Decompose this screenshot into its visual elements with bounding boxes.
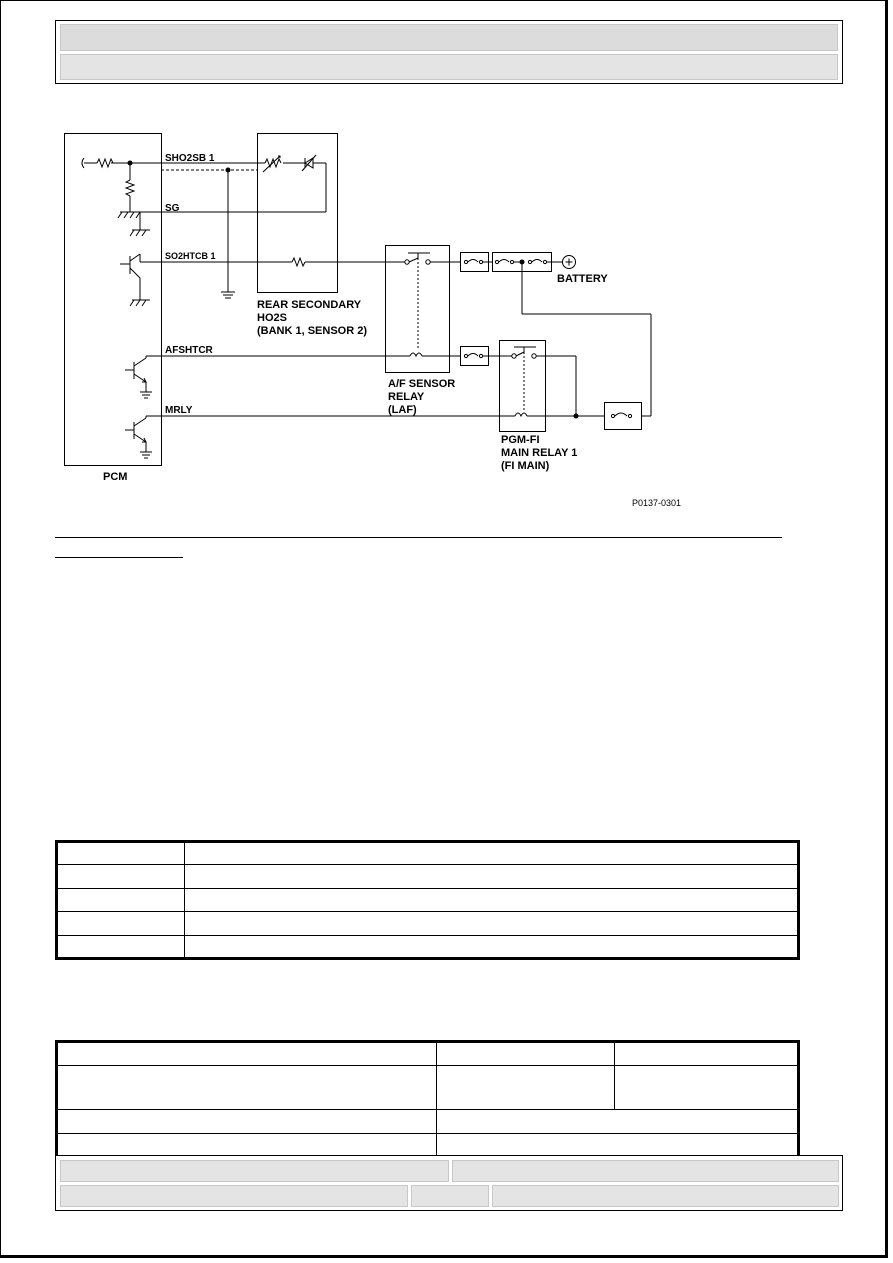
heater-resistor <box>291 256 306 268</box>
label-mrly: MRLY <box>165 405 193 416</box>
table-1 <box>55 840 800 960</box>
table-cell <box>56 1108 437 1134</box>
battery-label: BATTERY <box>557 273 608 285</box>
table-2 <box>55 1040 800 1159</box>
table-cell <box>184 840 799 866</box>
table-cell <box>436 1108 799 1134</box>
label-afshtcr: AFSHTCR <box>165 345 214 356</box>
table-cell <box>56 1065 437 1110</box>
pcm-resistor-1 <box>96 157 114 169</box>
table-cell <box>56 911 185 936</box>
label-so2htcb: SO2HTCB 1 <box>165 251 216 261</box>
pcm-label: PCM <box>103 471 127 483</box>
table-cell <box>184 934 799 960</box>
af-label-1: A/F SENSOR <box>388 378 455 390</box>
rear-ho2s-box <box>257 133 338 293</box>
label-sho2sb: SHO2SB 1 <box>165 153 215 164</box>
connector-symbol <box>81 157 85 169</box>
footer-cell <box>60 1185 408 1207</box>
pgm-label-3: (FI MAIN) <box>501 460 550 472</box>
table-cell <box>614 1040 799 1067</box>
table-cell <box>56 887 185 913</box>
header-box <box>55 20 843 84</box>
pcm-box <box>64 133 162 466</box>
table-cell <box>436 1040 615 1067</box>
rear-label-3: (BANK 1, SENSOR 2) <box>257 325 367 337</box>
header-subtitle-bar <box>60 54 838 80</box>
table-cell <box>56 864 185 889</box>
table-cell <box>56 840 185 866</box>
pgm-label-2: MAIN RELAY 1 <box>501 447 577 459</box>
label-sg: SG <box>165 203 180 214</box>
table-cell <box>56 1040 437 1067</box>
fuse-3 <box>604 402 642 430</box>
footer-cell <box>60 1160 449 1182</box>
footer-cell <box>411 1185 489 1207</box>
figure-code: P0137-0301 <box>632 498 681 508</box>
wiring-diagram: PCM SHO2SB 1 SG SO2HTCB <box>64 133 681 508</box>
pgm-label-1: PGM-FI <box>501 434 540 446</box>
battery-symbol <box>562 255 576 269</box>
af-label-3: (LAF) <box>388 404 417 416</box>
af-label-2: RELAY <box>388 391 425 403</box>
table-cell <box>436 1065 615 1110</box>
divider-line <box>55 537 782 538</box>
rear-label-2: HO2S <box>257 312 287 324</box>
footer-cell <box>452 1160 839 1182</box>
divider-short <box>55 557 183 558</box>
footer-cell <box>492 1185 839 1207</box>
pgm-fi-relay-coil <box>514 412 528 418</box>
table-cell <box>56 934 185 960</box>
af-relay-box <box>385 245 450 373</box>
pgm-fi-relay-box <box>499 340 546 432</box>
table-cell <box>184 911 799 936</box>
af-relay-coil <box>409 352 423 358</box>
footer-box <box>55 1155 843 1211</box>
rear-label-1: REAR SECONDARY <box>257 299 362 311</box>
table-cell <box>56 1132 437 1159</box>
sensor-variable-resistor <box>264 157 282 169</box>
table-cell <box>614 1065 799 1110</box>
table-cell <box>184 887 799 913</box>
table-cell <box>184 864 799 889</box>
header-title-bar <box>60 24 838 51</box>
pcm-resistor-2 <box>124 179 136 197</box>
table-cell <box>436 1132 799 1159</box>
